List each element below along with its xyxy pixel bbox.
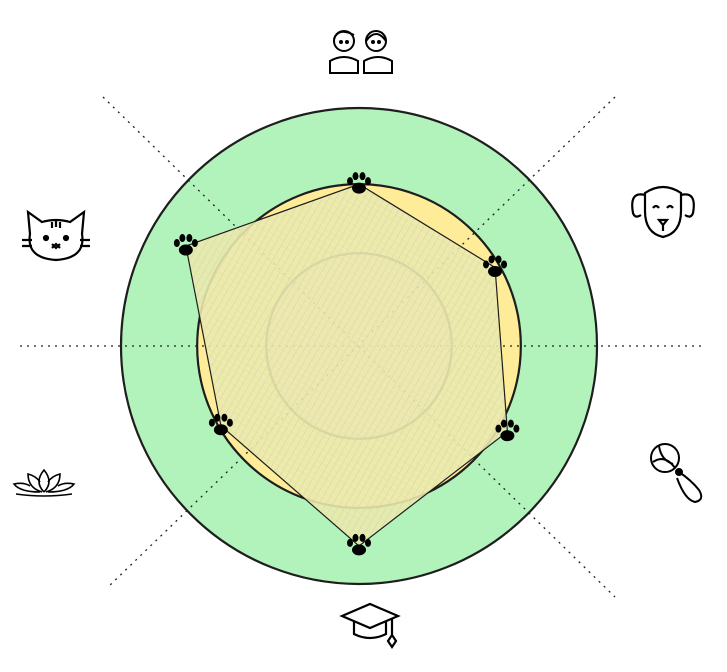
rope-toy-icon (650, 443, 703, 504)
kids-icon (329, 30, 393, 74)
dog-icon (631, 185, 695, 239)
graduation-cap-icon (339, 602, 401, 649)
series-layer (173, 172, 520, 556)
cat-icon (22, 209, 90, 262)
spoke-diagonal-2 (106, 96, 616, 589)
category-icons (12, 30, 703, 649)
lotus-icon (12, 468, 76, 497)
